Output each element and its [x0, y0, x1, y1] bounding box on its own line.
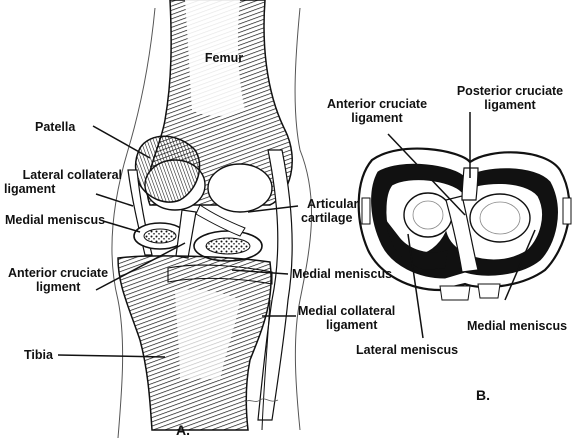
label-anterior-cruciate-b-line2: ligament	[322, 111, 432, 125]
label-lateral-collateral-line1: Lateral collateral	[4, 168, 122, 182]
label-posterior-cruciate-b-line2: ligament	[450, 98, 570, 112]
label-lateral-meniscus-b: Lateral meniscus	[356, 343, 458, 357]
panel-a-knee-drawing	[112, 0, 312, 438]
label-anterior-cruciate-a-line2: ligment	[8, 280, 108, 294]
label-articular-cartilage-line2: cartilage	[301, 211, 358, 225]
label-medial-meniscus-b: Medial meniscus	[467, 319, 567, 333]
label-anterior-cruciate-a: Anterior cruciate ligment	[8, 266, 108, 294]
label-medial-collateral-ligament: Medial collateral ligament	[298, 304, 395, 332]
label-articular-cartilage-line1: Articular	[301, 197, 358, 211]
label-medial-meniscus-a-left: Medial meniscus	[5, 213, 105, 227]
label-medial-meniscus-a-right: Medial meniscus	[292, 267, 392, 281]
panel-label-b: B.	[476, 388, 490, 402]
label-articular-cartilage: Articular cartilage	[301, 197, 358, 225]
leader-medial-meniscus-a-left	[103, 221, 140, 232]
label-femur: Femur	[194, 51, 254, 65]
label-medial-collateral-line2: ligament	[298, 318, 395, 332]
leader-patella	[93, 126, 150, 158]
label-anterior-cruciate-b-line1: Anterior cruciate	[322, 97, 432, 111]
label-lateral-collateral-line2: ligament	[4, 182, 122, 196]
patella-bone	[136, 136, 200, 202]
label-anterior-cruciate-b: Anterior cruciate ligament	[322, 97, 432, 125]
label-medial-collateral-line1: Medial collateral	[298, 304, 395, 318]
label-tibia: Tibia	[24, 348, 53, 362]
label-posterior-cruciate-b: Posterior cruciate ligament	[450, 84, 570, 112]
label-patella: Patella	[35, 120, 75, 134]
label-posterior-cruciate-b-line1: Posterior cruciate	[450, 84, 570, 98]
label-lateral-collateral-ligament: Lateral collateral ligament	[4, 168, 122, 196]
label-anterior-cruciate-a-line1: Anterior cruciate	[8, 266, 108, 280]
anterior-cruciate-ligament-a	[176, 210, 196, 258]
panel-label-a: A.	[176, 423, 190, 437]
